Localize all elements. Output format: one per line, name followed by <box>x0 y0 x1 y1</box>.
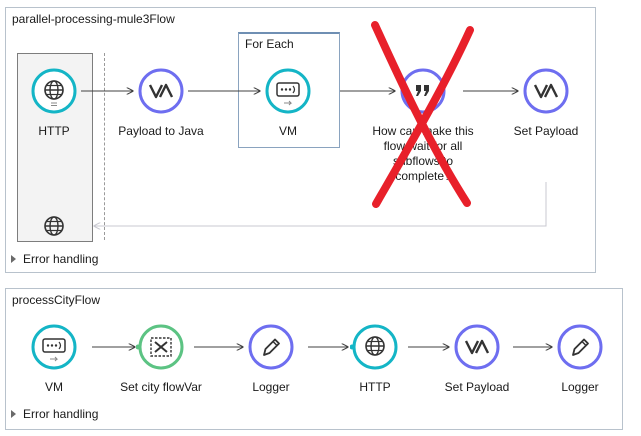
node-label-vm: VM <box>279 124 297 138</box>
node-label-set-payload: Set Payload <box>513 124 579 138</box>
error-handling-toggle[interactable]: Error handling <box>11 252 98 266</box>
node-label-set-city-flowvar: Set city flowVar <box>120 380 202 394</box>
vm-outbound-node[interactable] <box>263 66 313 116</box>
globe-icon <box>31 68 77 114</box>
pencil-icon <box>248 324 294 370</box>
logger-node[interactable] <box>246 322 296 372</box>
payload-to-java-node[interactable] <box>136 66 186 116</box>
http-listener-node[interactable] <box>29 66 79 116</box>
flow-title: processCityFlow <box>12 293 101 307</box>
set-payload-node[interactable] <box>452 322 502 372</box>
node-label-vm: VM <box>45 380 63 394</box>
node-label-http: HTTP <box>359 380 391 394</box>
vm-queue-icon <box>31 324 77 370</box>
transform-icon <box>138 68 184 114</box>
pencil-icon <box>557 324 603 370</box>
variable-icon <box>136 324 184 370</box>
logger-node[interactable] <box>555 322 605 372</box>
node-label-logger: Logger <box>561 380 599 394</box>
for-each-title: For Each <box>245 37 294 51</box>
globe-icon <box>350 324 398 370</box>
vm-inbound-node[interactable] <box>29 322 79 372</box>
flow-title: parallel-processing-mule3Flow <box>12 12 175 26</box>
flow-container-process-city[interactable]: processCityFlow <box>5 288 623 430</box>
expand-triangle-icon <box>11 255 16 263</box>
transform-icon <box>523 68 569 114</box>
node-label-payload-to-java: Payload to Java <box>118 124 204 138</box>
error-handling-toggle[interactable]: Error handling <box>11 407 98 421</box>
expand-triangle-icon <box>11 410 16 418</box>
red-x-annotation <box>371 21 474 208</box>
globe-icon <box>44 216 64 236</box>
error-handling-label: Error handling <box>23 407 99 421</box>
http-response-node[interactable] <box>29 201 79 251</box>
node-label-logger: Logger <box>252 380 290 394</box>
node-label-http: HTTP <box>38 124 70 138</box>
source-separator <box>104 53 105 240</box>
error-handling-label: Error handling <box>23 252 99 266</box>
set-city-flowvar-node[interactable] <box>136 322 186 372</box>
node-label-set-payload: Set Payload <box>444 380 510 394</box>
response-return-line <box>94 182 547 226</box>
http-request-node[interactable] <box>350 322 400 372</box>
set-payload-node[interactable] <box>521 66 571 116</box>
transform-icon <box>454 324 500 370</box>
vm-queue-icon <box>265 68 311 114</box>
